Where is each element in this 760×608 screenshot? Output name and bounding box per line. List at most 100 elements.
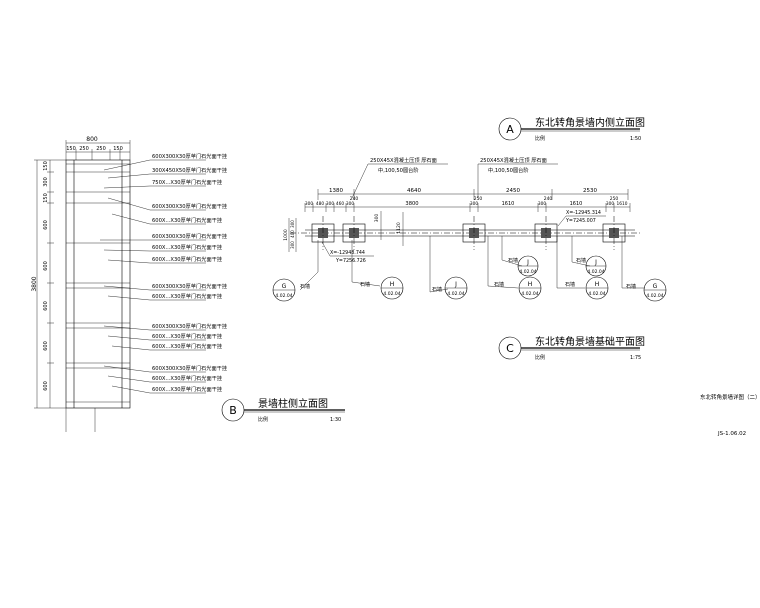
callout-label: 600X...X30厚苹门石光面干挂 bbox=[152, 342, 222, 350]
svg-text:J: J bbox=[454, 281, 457, 288]
title-b-scale-label: 比例 bbox=[258, 416, 268, 423]
svg-text:G: G bbox=[653, 283, 658, 290]
plan-mid-dim: 300 bbox=[326, 201, 334, 207]
mid-dim-ticks bbox=[304, 203, 631, 212]
section-tag: J 4.02.04 石墙 bbox=[576, 255, 607, 277]
left-dim-5: 600 bbox=[43, 261, 49, 271]
title-c-text: 东北转角景墙基础平面图 bbox=[535, 335, 645, 348]
svg-text:4.02.04: 4.02.04 bbox=[275, 293, 292, 299]
foundation-plan: 250X45X混凝土压顶 厚石面 中,100,50圆台阶 250X45X混凝土压… bbox=[272, 156, 667, 361]
plan-mid-dim: 300 bbox=[538, 201, 546, 207]
left-dim-7: 600 bbox=[43, 341, 49, 351]
callout-label: 600X...X30厚苹门石光面干挂 bbox=[152, 385, 222, 393]
title-c-scale-label: 比例 bbox=[535, 354, 545, 361]
plan-mid-dim: 480 bbox=[316, 201, 324, 207]
callout-label: 600X300X30厚苹门石光面干挂 bbox=[152, 202, 227, 210]
section-tag: H 4.02.04 石墙 bbox=[565, 276, 609, 300]
left-total-dim: 3800 bbox=[31, 276, 38, 291]
plan-small-dim-1: 240 bbox=[350, 196, 359, 202]
top-dim-1: 150 bbox=[66, 146, 76, 152]
top-width-label: 800 bbox=[86, 136, 98, 143]
svg-text:石墙: 石墙 bbox=[626, 283, 636, 290]
plan-mid-dim: 1610 bbox=[570, 201, 583, 207]
sheet-number: JS-1.06.02 bbox=[717, 431, 746, 437]
callout-label: 600X300X30厚苹门石光面干挂 bbox=[152, 364, 227, 372]
left-dim-8: 600 bbox=[43, 381, 49, 391]
left-dim-2: 300 bbox=[43, 177, 49, 187]
svg-text:4.02.04: 4.02.04 bbox=[383, 291, 400, 297]
svg-text:J: J bbox=[594, 259, 597, 266]
title-a-letter: A bbox=[506, 123, 514, 136]
plan-side-dim-2: 300 bbox=[290, 220, 295, 228]
plan-small-dim-2: 250 bbox=[474, 196, 483, 202]
plan-mid-dim: 460 bbox=[336, 201, 344, 207]
plan-coord2-x: X=-12948.744 bbox=[330, 250, 365, 256]
svg-text:4.02.04: 4.02.04 bbox=[587, 269, 604, 275]
callout-label: 600X...X30厚苹门石光面干挂 bbox=[152, 255, 222, 263]
left-dim-4: 600 bbox=[43, 220, 49, 230]
section-tag: G 4.02.04 石墙 bbox=[272, 278, 310, 302]
top-dim-3: 250 bbox=[96, 146, 106, 152]
svg-text:4.02.04: 4.02.04 bbox=[521, 291, 538, 297]
callout-label: 600X...X30厚苹门石光面干挂 bbox=[152, 243, 222, 251]
plan-top-dim-2: 4640 bbox=[407, 188, 421, 194]
title-b-text: 景墙柱侧立面图 bbox=[258, 397, 328, 410]
plan-mid-dim: 300 bbox=[305, 201, 313, 207]
title-a-text: 东北转角景墙内侧立面图 bbox=[535, 116, 645, 129]
title-a: A 东北转角景墙内侧立面图 比例 1:50 bbox=[498, 116, 645, 142]
title-a-scale-label: 比例 bbox=[535, 135, 545, 142]
plan-coord2-y: Y=7256.726 bbox=[335, 258, 366, 264]
svg-text:4.02.04: 4.02.04 bbox=[588, 291, 605, 297]
section-tag: H 4.02.04 石墙 bbox=[494, 276, 542, 300]
left-dim-6: 600 bbox=[43, 301, 49, 311]
plan-mid-dim: 300 bbox=[470, 201, 478, 207]
plan-side-dim-3: 400 bbox=[290, 230, 295, 238]
plan-top-dim-4: 2530 bbox=[583, 188, 597, 194]
svg-text:4.02.04: 4.02.04 bbox=[646, 293, 663, 299]
callout-label: 600X300X30厚苹门石光面干挂 bbox=[152, 282, 227, 290]
plan-mid-dim: 3800 bbox=[405, 201, 418, 207]
callout-label: 600X300X30厚苹门石光面干挂 bbox=[152, 152, 227, 160]
callout-label: 600X300X30厚苹门石光面干挂 bbox=[152, 322, 227, 330]
plan-top-dim-3: 2450 bbox=[506, 188, 520, 194]
callouts bbox=[100, 159, 206, 394]
plan-mid-dim: 1610 bbox=[617, 201, 628, 207]
svg-text:H: H bbox=[595, 281, 600, 288]
left-dim-ticks bbox=[47, 171, 54, 364]
title-c-scale: 1:75 bbox=[630, 355, 641, 361]
svg-text:石墙: 石墙 bbox=[576, 257, 586, 264]
section-tag: J 4.02.04 石墙 bbox=[508, 255, 539, 277]
plan-note-1b: 中,100,50圆台阶 bbox=[378, 166, 419, 174]
section-tag: H 4.02.04 石墙 bbox=[360, 276, 404, 300]
svg-text:H: H bbox=[390, 281, 395, 288]
svg-text:石墙: 石墙 bbox=[508, 257, 518, 264]
svg-text:石墙: 石墙 bbox=[565, 281, 575, 288]
left-dim-3: 150 bbox=[43, 193, 49, 203]
title-b-scale: 1:30 bbox=[330, 417, 341, 423]
plan-thickness-dim: 300 bbox=[374, 214, 380, 223]
svg-text:石墙: 石墙 bbox=[494, 281, 504, 288]
top-dim-2: 250 bbox=[79, 146, 89, 152]
drawing-name: 东北转角景墙详图（二） bbox=[700, 393, 760, 401]
plan-small-dim-3: 240 bbox=[544, 196, 553, 202]
callout-label: 600X...X30厚苹门石光面干挂 bbox=[152, 332, 222, 340]
section-tag: J 4.02.04 石墙 bbox=[432, 276, 468, 300]
column-courses bbox=[66, 171, 130, 403]
tag-leaders bbox=[299, 236, 645, 293]
footings bbox=[311, 216, 626, 250]
side-elevation: 800 150 250 250 150 bbox=[31, 136, 345, 432]
title-c-letter: C bbox=[506, 342, 514, 355]
title-a-scale: 1:50 bbox=[630, 136, 641, 142]
plan-note-2: 250X45X混凝土压顶 厚石面 bbox=[480, 156, 547, 164]
callout-label: 600X...X30厚苹门石光面干挂 bbox=[152, 374, 222, 382]
svg-text:H: H bbox=[528, 281, 533, 288]
plan-mid-dim: 1610 bbox=[502, 201, 515, 207]
svg-text:石墙: 石墙 bbox=[360, 281, 370, 288]
section-tag: G 4.02.04 石墙 bbox=[626, 278, 667, 302]
svg-text:G: G bbox=[282, 283, 287, 290]
plan-mid-dim: 300 bbox=[606, 201, 614, 207]
plan-coord1-x: X=-12945.314 bbox=[566, 210, 601, 216]
title-b-letter: B bbox=[229, 404, 237, 417]
plan-coord1-y: Y=7245.007 bbox=[565, 218, 596, 224]
